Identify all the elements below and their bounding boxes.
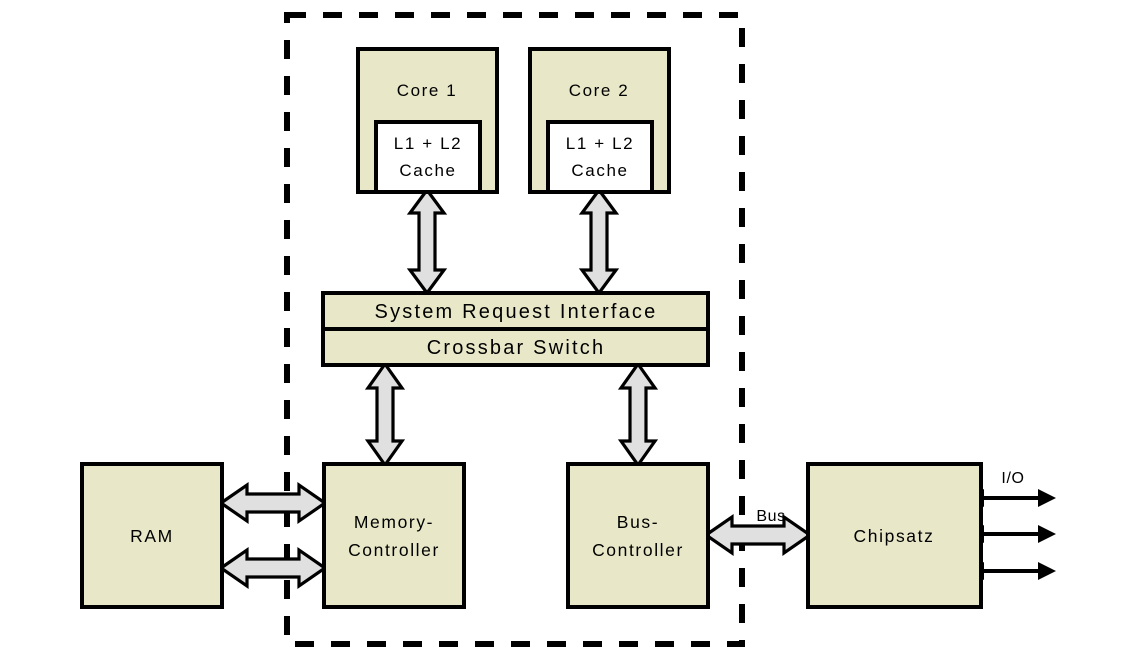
arrow-ram-to-memory-controller-lower	[218, 546, 328, 590]
core1-cache-label-line1: L1 + L2	[394, 134, 462, 153]
ram-label: RAM	[130, 526, 174, 546]
arrow-core1-to-sri	[406, 187, 448, 296]
arrow-ram-to-memory-controller-upper	[218, 481, 328, 525]
core1-cache-label-line2: Cache	[399, 161, 456, 180]
system-request-interface-box[interactable]	[321, 291, 710, 331]
chipset-label: Chipsatz	[854, 526, 935, 546]
ram-box[interactable]	[80, 462, 224, 609]
bus-controller-block[interactable]: Bus- Controller	[566, 462, 710, 609]
chipset-box[interactable]	[806, 462, 983, 609]
ram-block[interactable]: RAM	[80, 462, 224, 609]
system-request-interface-label: System Request Interface	[375, 301, 658, 323]
core2-cache-label-line1: L1 + L2	[566, 134, 634, 153]
core1-cache-box[interactable]	[374, 120, 482, 194]
bus-connection-label: Bus	[756, 508, 785, 525]
crossbar-switch-label: Crossbar Switch	[427, 337, 606, 359]
memory-controller-label-line2: Controller	[348, 540, 440, 560]
crossbar-switch-box[interactable]	[321, 327, 710, 367]
bus-controller-label-line1: Bus-	[617, 512, 659, 532]
io-connection-label: I/O	[1001, 470, 1024, 487]
arrow-crossbar-to-memory-controller	[364, 361, 406, 468]
bus-controller-label-line2: Controller	[592, 540, 684, 560]
arrow-crossbar-to-bus-controller	[617, 361, 659, 468]
memory-controller-box[interactable]	[322, 462, 466, 609]
memory-controller-block[interactable]: Memory- Controller	[322, 462, 466, 609]
core2-block[interactable]: Core 2 L1 + L2 Cache	[528, 47, 671, 194]
chipset-block[interactable]: Chipsatz	[806, 462, 983, 609]
core1-label: Core 1	[397, 81, 458, 100]
core2-cache-box[interactable]	[546, 120, 654, 194]
cpu-boundary-dashed-rect	[284, 12, 745, 647]
core2-label: Core 2	[569, 81, 630, 100]
system-request-crossbar-block[interactable]: System Request Interface Crossbar Switch	[321, 291, 710, 367]
core2-cache-label-line2: Cache	[571, 161, 628, 180]
core1-block[interactable]: Core 1 L1 + L2 Cache	[356, 47, 499, 194]
bus-controller-box[interactable]	[566, 462, 710, 609]
memory-controller-label-line1: Memory-	[354, 512, 434, 532]
arrow-core2-to-sri	[578, 187, 620, 296]
